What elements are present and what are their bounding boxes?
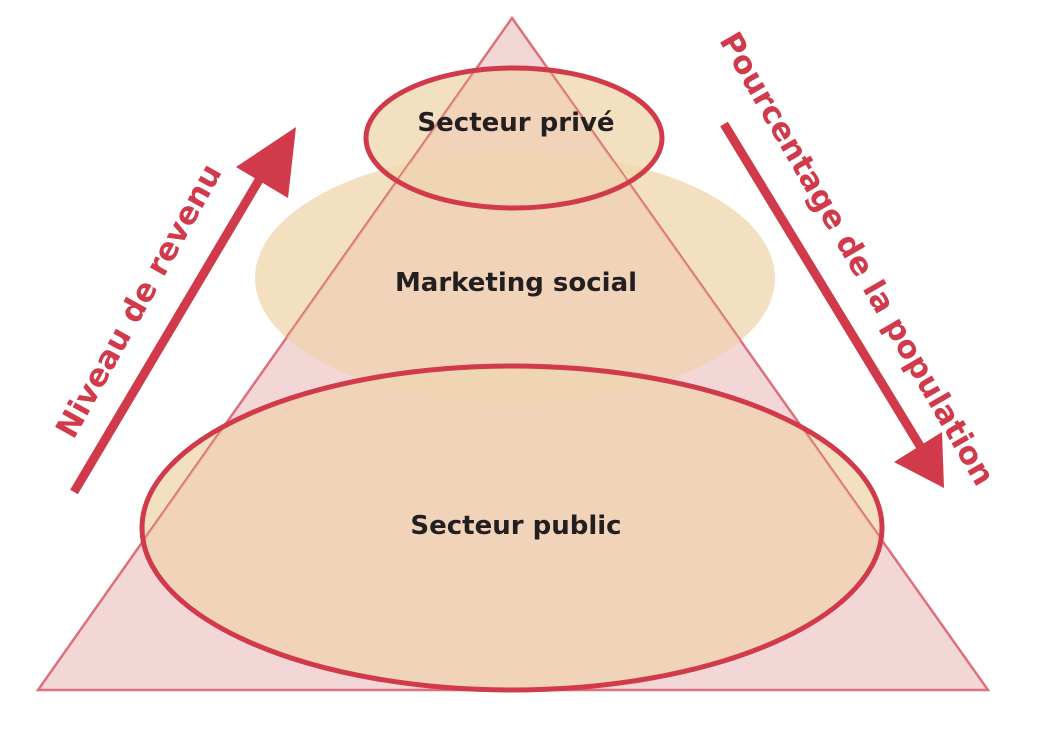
population-percentage-arrow — [720, 121, 944, 488]
pyramid-overlap — [142, 68, 882, 690]
private-sector-label: Secteur privé — [417, 108, 614, 138]
income-level-label: Niveau de revenu — [49, 158, 229, 444]
private-sector-ellipse-outline — [363, 65, 665, 211]
population-percentage-arrowhead — [894, 432, 944, 488]
social-marketing-label: Marketing social — [395, 268, 637, 298]
public-sector-ellipse-outline — [139, 363, 885, 693]
income-level-arrowhead — [236, 127, 296, 198]
public-sector-label: Secteur public — [410, 511, 621, 541]
income-level-arrow — [70, 127, 296, 495]
